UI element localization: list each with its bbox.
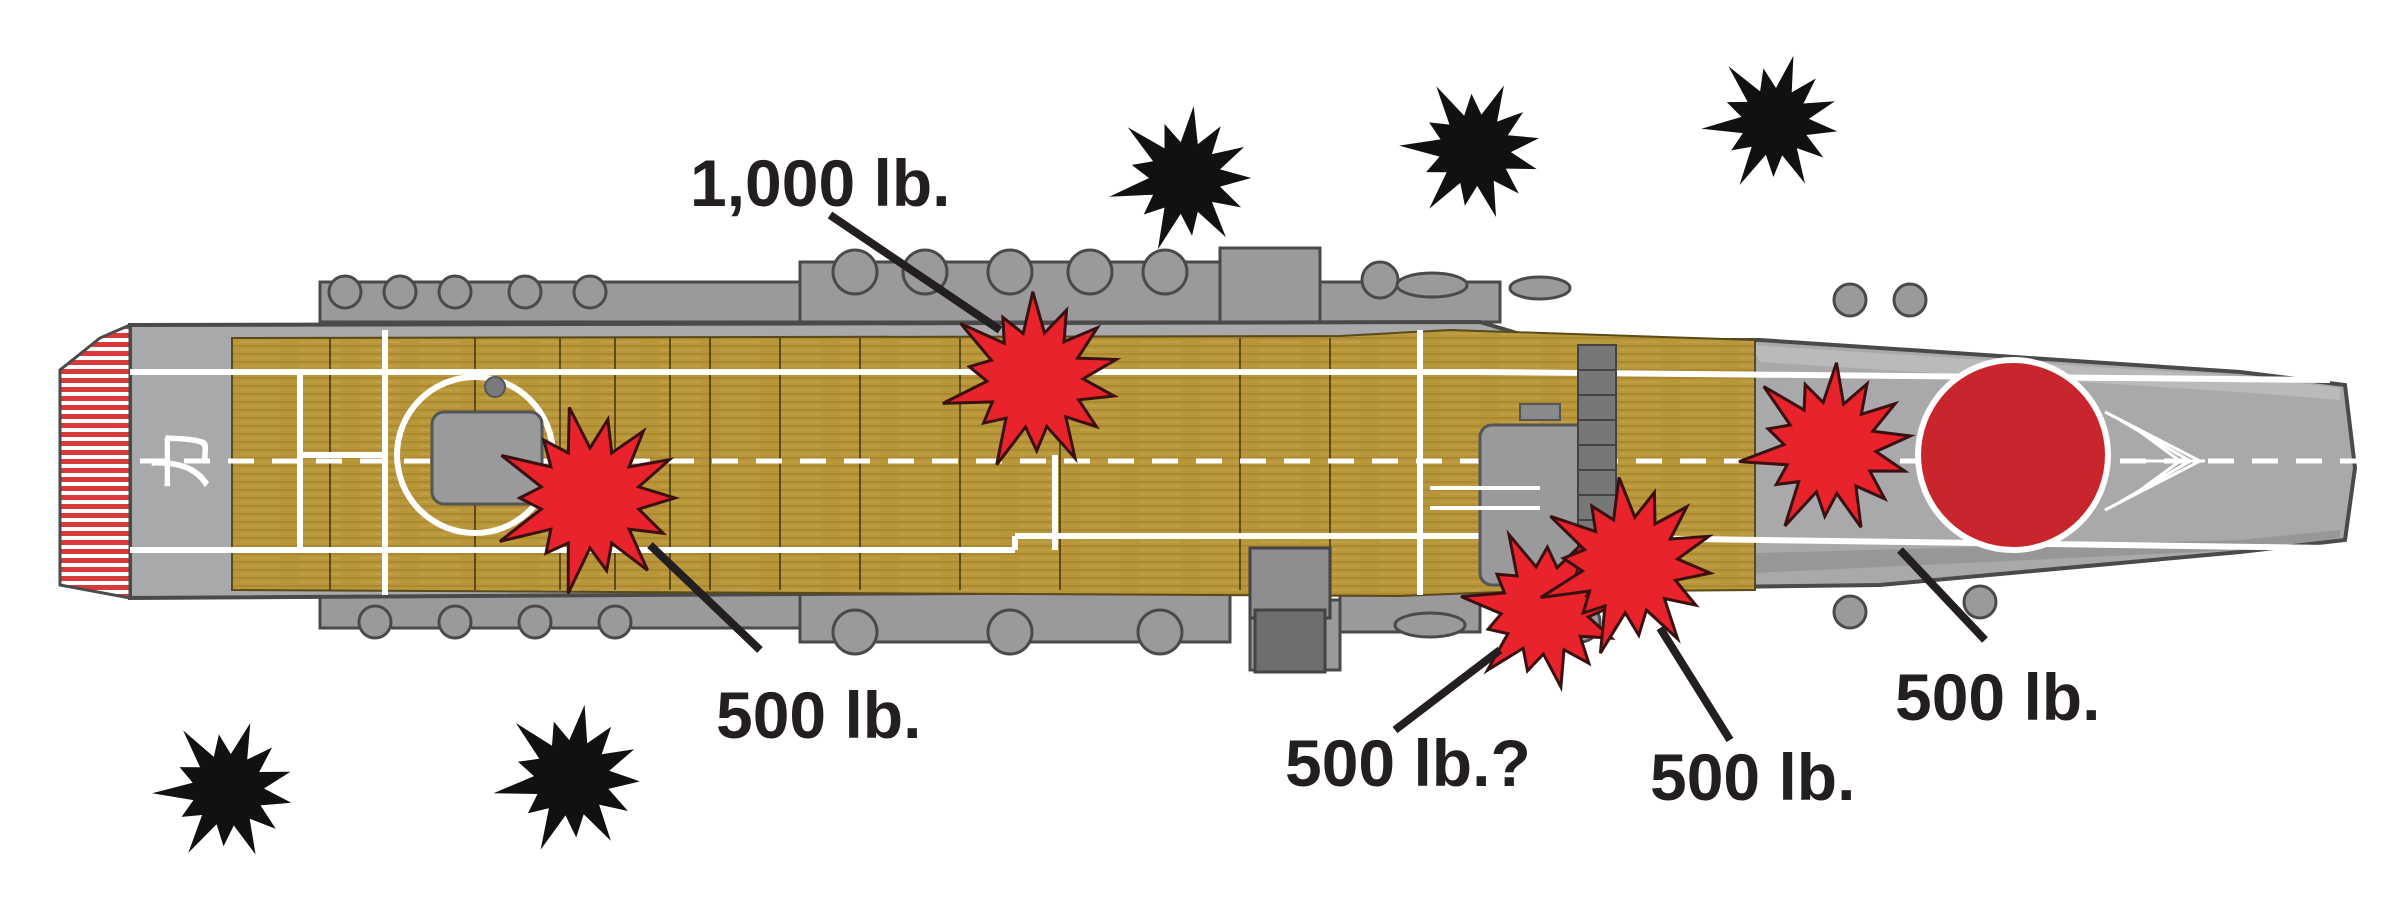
bomb-hits — [498, 291, 1916, 693]
hit-labels: 1,000 lb. 500 lb. 500 lb.? 500 lb. 500 l… — [690, 146, 2100, 814]
gun-sponsons-starboard — [318, 584, 1998, 672]
near-miss-burst — [1399, 85, 1539, 217]
hit-label-500lb-uncertain: 500 lb.? — [1285, 726, 1531, 800]
hit-label-500lb-midship: 500 lb. — [1650, 740, 1855, 814]
leader-line — [1656, 625, 1734, 743]
island — [1248, 546, 1332, 620]
leader-line — [827, 211, 1003, 334]
hit-label-500lb-forward: 500 lb. — [1895, 660, 2100, 734]
hit-label-1000lb: 1,000 lb. — [690, 146, 951, 220]
leader-line — [647, 542, 763, 653]
aircraft-carrier: カ — [58, 246, 2360, 674]
near-miss-burst — [1701, 55, 1838, 186]
near-miss-burst — [1109, 106, 1252, 250]
gun-sponsons-port — [318, 246, 1928, 324]
bomb-hit-burst — [1738, 362, 1916, 529]
near-miss-burst — [493, 704, 640, 850]
near-misses — [152, 55, 1838, 855]
rising-sun-marking — [1915, 357, 2111, 553]
leader-lines — [647, 211, 1988, 743]
stern-stripes — [58, 322, 132, 600]
leader-line — [1897, 547, 1988, 643]
leader-line — [1392, 646, 1503, 734]
aft-elevator — [430, 410, 544, 506]
bow-chevrons — [2104, 410, 2205, 512]
near-miss-burst — [152, 723, 292, 855]
bomb-hit-burst — [498, 406, 681, 595]
hull-character: カ — [142, 425, 224, 495]
bomb-hit-burst — [942, 291, 1122, 466]
bomb-hit-burst — [1539, 476, 1716, 654]
hit-label-500lb-aft: 500 lb. — [716, 678, 921, 752]
